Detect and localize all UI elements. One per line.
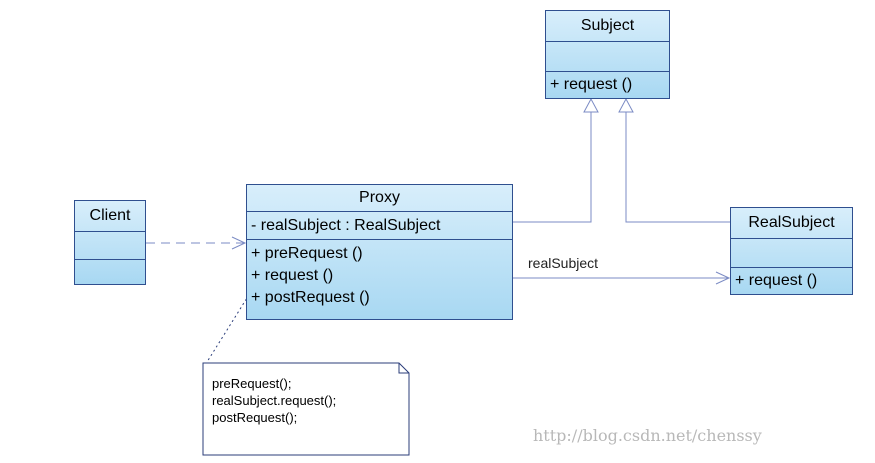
association-arrowhead [715, 271, 731, 285]
class-name: Subject [580, 17, 635, 34]
attribute: - realSubject : RealSubject [251, 217, 441, 234]
operations-section: + request () [731, 267, 852, 294]
operations-section: + preRequest () + request () + postReque… [247, 239, 512, 319]
operation: + request () [550, 76, 633, 93]
realsubject-subject-generalization [625, 112, 730, 223]
attributes-section [731, 238, 852, 267]
operation: + request () [735, 272, 818, 289]
attributes-section [546, 41, 669, 71]
dependency-arrowhead [231, 236, 247, 250]
attributes-section: - realSubject : RealSubject [247, 211, 512, 239]
watermark: http://blog.csdn.net/chenssy [533, 426, 762, 445]
association-label: realSubject [528, 255, 599, 271]
operation: + request () [251, 267, 334, 284]
attributes-section [75, 231, 145, 259]
operations-section [75, 259, 145, 284]
class-real-subject[interactable]: RealSubject + request () [730, 207, 853, 295]
proxy-subject-generalization [513, 112, 592, 223]
operation: + postRequest () [251, 289, 370, 306]
note-text: preRequest(); realSubject.request(); pos… [212, 375, 397, 426]
note-fold [398, 363, 409, 374]
class-proxy[interactable]: Proxy - realSubject : RealSubject + preR… [246, 184, 513, 320]
class-client[interactable]: Client [74, 200, 146, 285]
class-name: Proxy [359, 189, 400, 206]
class-name: Client [89, 207, 131, 224]
operations-section: + request () [546, 71, 669, 98]
note-line: preRequest(); [212, 376, 292, 391]
note-line: realSubject.request(); [212, 393, 337, 408]
note-line: postRequest(); [212, 410, 298, 425]
operation: + preRequest () [251, 245, 363, 262]
class-subject[interactable]: Subject + request () [545, 10, 670, 99]
note-shape [202, 362, 410, 456]
generalization-arrowhead [583, 97, 599, 113]
class-name: RealSubject [748, 214, 835, 231]
generalization-arrowhead [618, 97, 634, 113]
